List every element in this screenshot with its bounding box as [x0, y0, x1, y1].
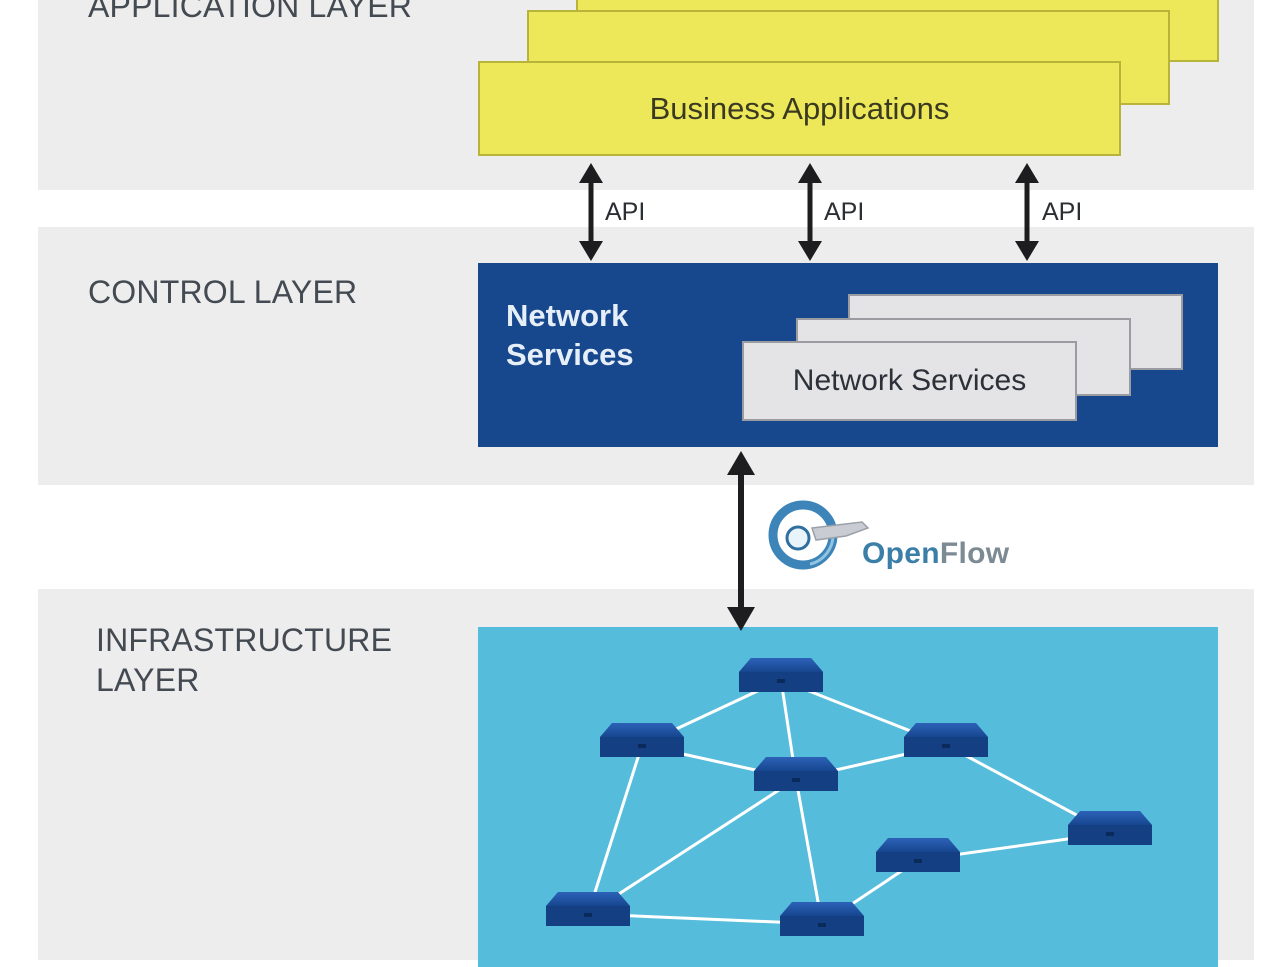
- control-box-title: Network Services: [506, 298, 634, 372]
- api-arrow-2: [798, 163, 822, 261]
- network-switch: [876, 838, 960, 872]
- infrastructure-layer-label: INFRASTRUCTURE LAYER: [96, 622, 393, 698]
- openflow-logo-icon: [768, 500, 870, 570]
- openflow-wordmark-flow: Flow: [939, 537, 1010, 570]
- network-switch: [546, 892, 630, 926]
- openflow-wordmark: OpenFlow: [862, 537, 1009, 571]
- openflow-arrow: [727, 451, 755, 631]
- business-app-card-label: Business Applications: [649, 90, 950, 126]
- business-app-card: Business Applications: [478, 61, 1121, 156]
- application-layer-label: APPLICATION LAYER: [88, 0, 413, 24]
- network-switch: [600, 723, 684, 757]
- api-label-1: API: [605, 198, 646, 226]
- network-switch: [904, 723, 988, 757]
- control-layer-label: CONTROL LAYER: [88, 274, 358, 310]
- network-service-card: Network Services: [742, 341, 1077, 421]
- api-arrow-1: [579, 163, 603, 261]
- api-arrow-3: [1015, 163, 1039, 261]
- network-switch: [754, 757, 838, 791]
- openflow-wordmark-open: Open: [862, 537, 940, 570]
- api-label-3: API: [1042, 198, 1083, 226]
- network-switch: [739, 658, 823, 692]
- network-switch: [1068, 811, 1152, 845]
- network-service-card-label: Network Services: [792, 364, 1027, 397]
- network-switch: [780, 902, 864, 936]
- network-links: [586, 678, 1111, 926]
- api-label-2: API: [824, 198, 865, 226]
